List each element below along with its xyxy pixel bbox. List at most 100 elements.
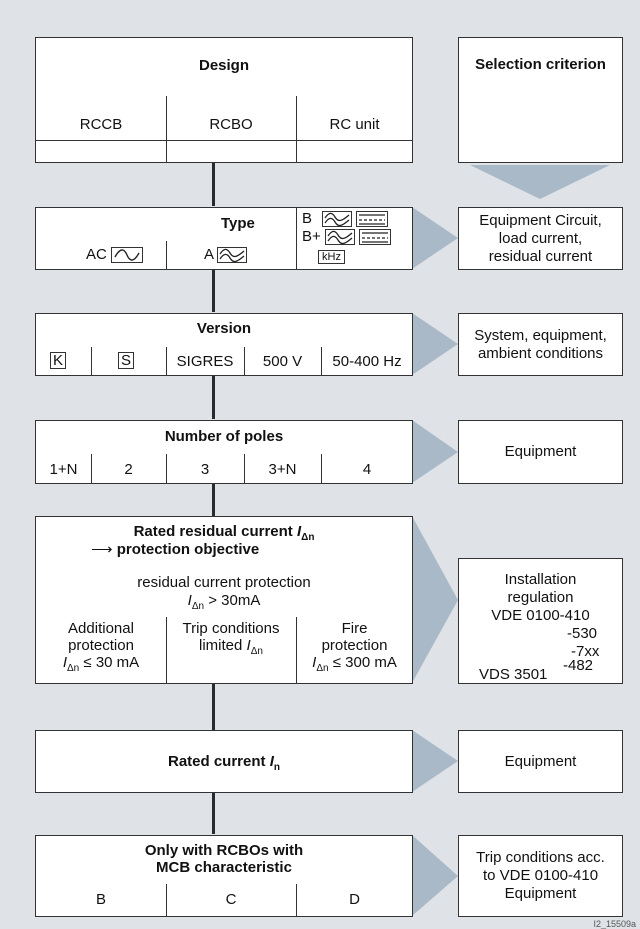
criterion-residual: Installation regulation VDE 0100-410 -53… (458, 558, 623, 684)
rcbo-col-c: C (225, 891, 237, 908)
arrow-right-icon (412, 420, 458, 483)
type-a: A (204, 246, 248, 264)
type-bplus-label: B+ (302, 228, 321, 245)
criterion-rcbo: Trip conditions acc. to VDE 0100-410 Equ… (458, 835, 623, 917)
residual-col-symbol: I (246, 637, 251, 654)
arrow-right-icon (412, 730, 458, 792)
residual-line2: IΔn > 30mA (36, 592, 412, 615)
connector (212, 483, 215, 516)
version-sigres: SIGRES (176, 353, 234, 370)
criterion-version-line: System, equipment, (474, 326, 607, 344)
residual-col-line: limited (199, 637, 243, 654)
connector (212, 792, 215, 834)
sine-wave-icon (111, 247, 144, 264)
version-k: K (50, 352, 67, 369)
khz-label: kHz (318, 250, 345, 264)
criterion-type-line: residual current (488, 247, 593, 265)
residual-line2-value: > 30mA (204, 592, 261, 609)
figure-reference: I2_15509a (593, 919, 636, 929)
design-box: Design RCCB RCBO RC unit (35, 37, 413, 163)
rcbo-box: Only with RCBOs with MCB characteristic … (35, 835, 413, 917)
residual-box: Rated residual current IΔn ⟶ protection … (35, 516, 413, 684)
criterion-type: Equipment Circuit, load current, residua… (458, 207, 623, 270)
residual-col-line: protection (321, 637, 388, 654)
residual-title-symbol: I (296, 523, 302, 540)
criterion-residual-code: -530 (567, 625, 598, 642)
residual-title-text: Rated residual current (133, 523, 293, 540)
version-k-label: K (50, 352, 67, 369)
rcbo-title-line: Only with RCBOs with (144, 842, 304, 859)
criterion-poles-text: Equipment (504, 443, 577, 460)
residual-col-subscript: Δn (316, 663, 329, 674)
selection-criterion-box: Selection criterion (458, 37, 623, 163)
connector (212, 270, 215, 312)
selection-criterion-title: Selection criterion (475, 56, 606, 73)
residual-col-line: protection (68, 637, 134, 654)
design-col-rc-unit: RC unit (329, 116, 380, 133)
residual-col-symbol: I (312, 654, 317, 671)
criterion-rcbo-line: Equipment (504, 885, 577, 902)
residual-col-trip: Trip conditions limited IΔn (166, 620, 296, 660)
type-bplus: B+ (302, 228, 392, 246)
poles-title: Number of poles (164, 428, 284, 445)
poles-col: 2 (124, 461, 133, 478)
version-hz: 50-400 Hz (332, 353, 402, 370)
criterion-residual-code: -482 (563, 657, 594, 674)
pulsating-dc-icon (322, 211, 353, 228)
poles-col: 3 (200, 461, 210, 478)
rcbo-col-b: B (95, 891, 106, 908)
residual-objective-text: protection objective (116, 541, 260, 558)
criterion-residual-vds: VDS 3501 (479, 666, 548, 683)
criterion-type-line: Equipment Circuit, (479, 211, 602, 229)
version-title: Version (196, 320, 252, 337)
arrow-right-icon (412, 835, 458, 916)
type-ac-label: AC (86, 246, 107, 263)
design-title: Design (198, 57, 249, 74)
criterion-version: System, equipment, ambient conditions (458, 313, 623, 376)
criterion-type-line: load current, (498, 229, 583, 247)
type-ac: AC (86, 246, 144, 264)
criterion-residual-line: regulation (507, 589, 574, 606)
residual-title: Rated residual current IΔn (36, 523, 412, 546)
criterion-version-line: ambient conditions (477, 344, 604, 362)
rated-current-symbol: I (269, 753, 274, 770)
poles-col: 4 (362, 461, 372, 478)
rated-current-subscript: n (273, 762, 280, 773)
rated-current-title: Rated current In (36, 753, 412, 776)
criterion-residual-line: VDE 0100-410 (491, 607, 590, 624)
design-col-rccb: RCCB (79, 116, 123, 133)
type-title: Type (221, 215, 255, 232)
version-s: S (118, 352, 135, 369)
poles-col: 1+N (49, 461, 78, 478)
rcbo-title-line: MCB characteristic (156, 859, 292, 876)
design-col-rcbo: RCBO (209, 116, 253, 133)
arrow-right-icon: ⟶ (91, 541, 113, 558)
type-b-label: B (302, 210, 313, 227)
connector (212, 683, 215, 730)
residual-col-additional: Additional protection IΔn ≤ 30 mA (36, 620, 166, 677)
type-b: B (302, 210, 389, 228)
connector (212, 375, 215, 419)
residual-title-subscript: Δn (301, 532, 315, 543)
residual-col-symbol: I (62, 654, 67, 671)
criterion-rcbo-line: to VDE 0100-410 (482, 867, 599, 884)
pulsating-dc-icon (324, 229, 355, 246)
smooth-dc-icon (359, 229, 392, 246)
type-box: Type AC A B B+ kHz (35, 207, 413, 270)
version-box: Version K S SIGRES 500 V 50-400 Hz (35, 313, 413, 376)
poles-col: 3+N (268, 461, 297, 478)
connector (212, 162, 215, 206)
arrow-right-icon (412, 516, 458, 683)
criterion-poles: Equipment (458, 420, 623, 484)
poles-box: Number of poles 1+N 2 3 3+N 4 (35, 420, 413, 484)
smooth-dc-icon (356, 211, 389, 228)
arrow-right-icon (412, 207, 458, 269)
version-s-label: S (118, 352, 135, 369)
residual-title-2: ⟶ protection objective (91, 541, 259, 558)
criterion-rated-text: Equipment (504, 752, 577, 770)
residual-col-subscript: Δn (250, 646, 263, 657)
arrow-down-icon (470, 165, 610, 199)
residual-line2-symbol: I (187, 592, 192, 609)
residual-col-line: Trip conditions (182, 620, 280, 637)
version-500v: 500 V (262, 353, 303, 370)
